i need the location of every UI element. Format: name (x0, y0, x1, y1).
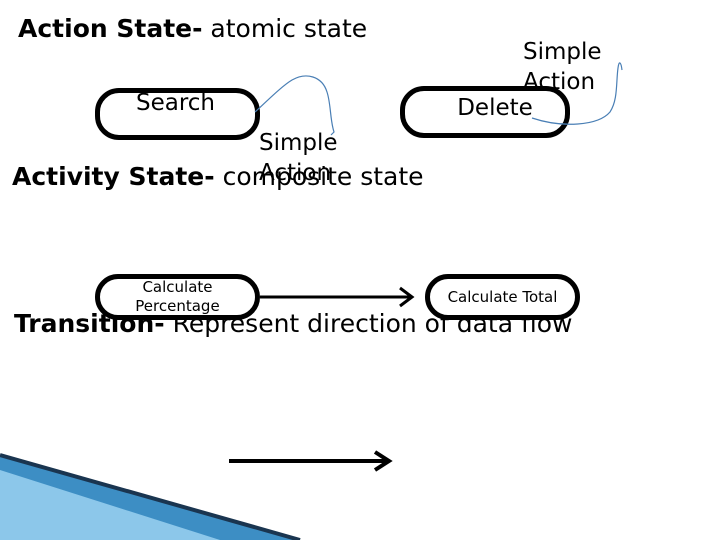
annotation-stroke-right (531, 62, 623, 125)
activity-node-calculate-total: Calculate Total (425, 274, 580, 320)
activity-node-calculate-percentage: Calculate Percentage (95, 274, 260, 320)
action-state-heading: Action State- atomic state (18, 14, 368, 43)
action-node-search: Search (95, 88, 260, 140)
transition-arrow-between-nodes (260, 286, 415, 308)
transition-arrow-example (229, 450, 393, 472)
activity-state-heading: Activity State- composite state (12, 162, 424, 191)
annotation-simple-action-left: Simple Action (259, 130, 338, 186)
annotation-stroke-left (254, 75, 335, 136)
action-node-delete: Delete (400, 86, 570, 138)
